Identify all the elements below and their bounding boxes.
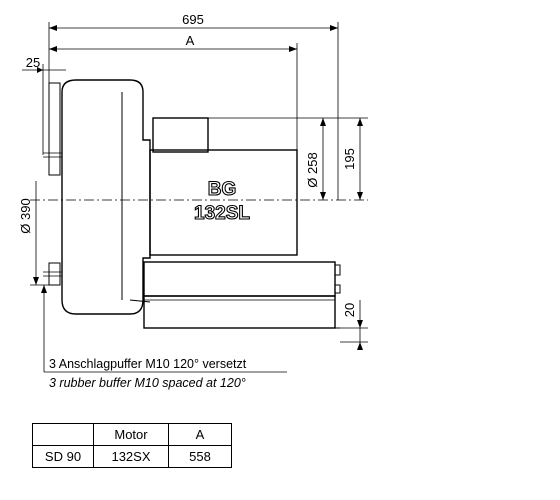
dim-390-label: Ø 390	[18, 198, 33, 233]
table-header-row: Motor A	[32, 423, 232, 446]
dim-695-label: 695	[182, 12, 204, 27]
dim-195-label: 195	[342, 148, 357, 170]
note-english: 3 rubber buffer M10 spaced at 120°	[49, 376, 246, 390]
table-header-cell: Motor	[93, 423, 169, 446]
dimension-foot-height: 20	[340, 300, 368, 350]
flange-ports	[43, 82, 62, 286]
note-german: 3 Anschlagpuffer M10 120° versetzt	[49, 357, 247, 371]
table-row: SD 90 132SX 558	[32, 445, 232, 468]
dim-258-label: Ø 258	[305, 152, 320, 187]
table-cell: 558	[168, 445, 232, 468]
table-header-cell: A	[168, 423, 232, 446]
spec-table: Motor A SD 90 132SX 558	[32, 423, 232, 468]
table-cell: 132SX	[93, 445, 169, 468]
motor-base	[143, 261, 341, 329]
technical-drawing: 695 A 25	[18, 12, 368, 390]
model-line-2: 132SL	[194, 203, 250, 224]
note-leader	[41, 285, 287, 373]
dimension-a: A	[49, 33, 298, 150]
model-line-1: BG	[208, 179, 237, 200]
motor-body	[149, 117, 298, 256]
blower-housing	[61, 79, 151, 315]
dim-25-label: 25	[26, 55, 40, 70]
dimension-housing-diameter: Ø 390	[18, 181, 60, 286]
dim-20-label: 20	[342, 303, 357, 317]
dim-a-label: A	[186, 33, 195, 48]
dimension-center-height: 195	[342, 118, 363, 200]
dimension-overall-length: 695	[48, 12, 339, 200]
dimension-flange-offset: 25	[22, 55, 66, 155]
table-cell: SD 90	[32, 445, 94, 468]
table-header-cell	[32, 423, 94, 446]
dimension-motor-diameter: Ø 258	[208, 117, 368, 200]
